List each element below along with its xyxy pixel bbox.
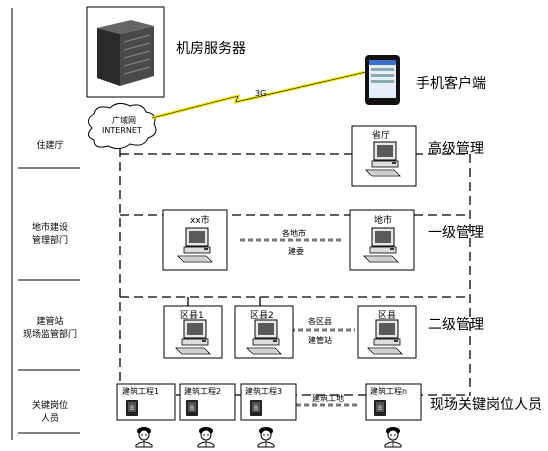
- xx-city-label: xx市: [190, 216, 210, 226]
- network-label-2: INTERNET: [102, 126, 142, 135]
- province-label: 省厅: [372, 131, 391, 141]
- city-link-label-2: 建委: [288, 247, 304, 256]
- left-label-ministry: 住建厅: [36, 141, 64, 151]
- site1-device-icon: [126, 400, 138, 416]
- county1-label: 区县1: [180, 311, 204, 321]
- field-title: 现场关键岗位人员: [430, 397, 542, 413]
- city-label: 地市: [374, 216, 393, 226]
- site3-device-icon: [250, 400, 262, 416]
- server-label: 机房服务器: [176, 41, 246, 57]
- worker2-icon: [197, 426, 215, 448]
- site3-label: 建筑工程3: [245, 387, 283, 396]
- phone-label: 手机客户端: [416, 76, 486, 92]
- left-label-county-dept: 建管站 现场监管部门: [22, 317, 77, 340]
- level1-title: 一级管理: [428, 225, 484, 241]
- siten-device-icon: [374, 400, 386, 416]
- left-label-city-dept: 地市建设 管理部门: [31, 223, 68, 246]
- site1-label: 建筑工程1: [122, 387, 160, 396]
- signal-label: 3G: [255, 89, 267, 98]
- county-link-label-1: 各区县: [308, 317, 332, 326]
- county2-label: 区县2: [250, 311, 274, 321]
- site2-label: 建筑工程2: [184, 387, 222, 396]
- worker3-icon: [257, 426, 275, 448]
- worker-n-icon: [384, 426, 402, 448]
- worker1-icon: [135, 426, 153, 448]
- phone-icon: [365, 55, 400, 105]
- level2-title: 二级管理: [428, 317, 484, 333]
- siten-label: 建筑工程n: [370, 387, 408, 396]
- city-link-label-1: 各地市: [282, 229, 306, 238]
- server-icon: [97, 20, 154, 86]
- site-link-label: 建筑工地: [312, 394, 344, 403]
- internet-cloud-icon: [88, 102, 157, 150]
- left-label-key-staff: 关键岗位 人员: [31, 401, 68, 424]
- top-level-title: 高级管理: [428, 141, 484, 157]
- network-backbone: [119, 148, 471, 396]
- county-link-label-2: 建管站: [308, 336, 332, 345]
- network-label-1: 广域网: [112, 116, 136, 125]
- county3-label: 区县: [378, 311, 397, 321]
- site2-device-icon: [186, 400, 198, 416]
